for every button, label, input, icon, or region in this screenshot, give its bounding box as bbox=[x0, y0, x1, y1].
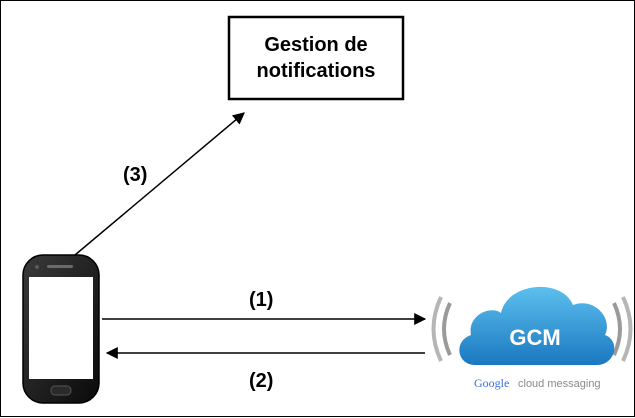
notification-manager-frame bbox=[227, 15, 405, 101]
step-1-label: (1) bbox=[249, 289, 273, 311]
phone-camera bbox=[35, 265, 39, 269]
gcm-label: GCM bbox=[509, 325, 560, 350]
signal-wave-right-inner-icon bbox=[612, 302, 622, 356]
notification-manager-label-line1: Gestion de bbox=[264, 34, 367, 56]
notification-manager-box: Gestion de notifications bbox=[227, 15, 405, 101]
smartphone-icon bbox=[22, 254, 100, 404]
cloud-icon bbox=[459, 286, 615, 365]
google-brand-text: Google bbox=[474, 376, 509, 390]
gcm-logo: GCM Google cloud messaging bbox=[431, 286, 633, 390]
signal-wave-left-outer-icon bbox=[431, 296, 443, 362]
signal-wave-left-inner-icon bbox=[442, 302, 452, 356]
phone-speaker bbox=[47, 265, 73, 268]
phone-home-button bbox=[50, 385, 72, 396]
signal-wave-right-outer-icon bbox=[621, 296, 633, 362]
cloud-messaging-text: cloud messaging bbox=[518, 378, 601, 390]
arrow-step-3 bbox=[74, 112, 245, 256]
step-3-label: (3) bbox=[123, 164, 147, 186]
phone-screen bbox=[29, 277, 93, 379]
step-2-label: (2) bbox=[249, 370, 273, 392]
notification-manager-label-line2: notifications bbox=[257, 60, 376, 82]
